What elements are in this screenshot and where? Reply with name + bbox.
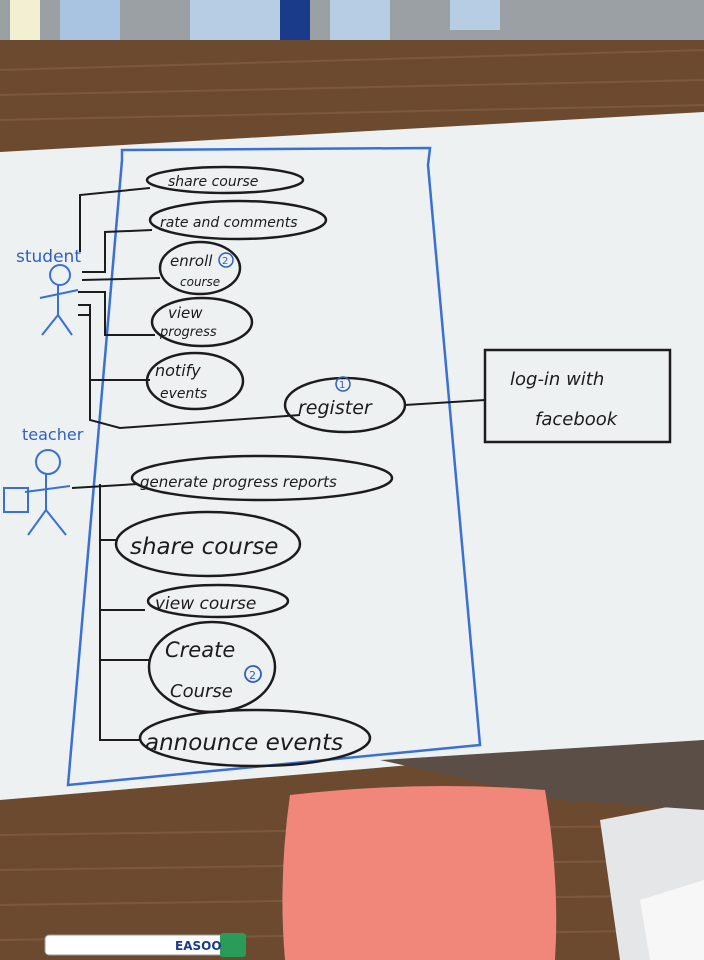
text-events: events [160, 386, 207, 402]
student-head [49, 264, 71, 286]
teacher-head [35, 449, 61, 475]
text-share-course-student: share course [168, 174, 258, 190]
system-boundary [66, 146, 482, 787]
register-badge-circle [335, 376, 351, 392]
paper-sheet [640, 880, 704, 960]
create-badge-circle [244, 665, 262, 683]
text-progress: progress [159, 325, 217, 340]
bottle [10, 0, 40, 40]
text-announce-events: announce events [145, 730, 343, 756]
chair-seat-2 [330, 0, 390, 40]
text-course: Course [170, 681, 233, 702]
student-label: student [16, 247, 81, 267]
chair-seat [190, 0, 280, 45]
usecase-generate-reports [130, 454, 394, 502]
usecase-view-course [146, 583, 290, 619]
teacher-label: teacher [22, 425, 84, 444]
text-facebook: facebook [535, 409, 619, 430]
facebook-login-box [483, 348, 672, 444]
text-notify: notify [155, 361, 201, 380]
teacher-book [3, 487, 29, 513]
student-actor [39, 264, 79, 336]
usecase-announce-events [138, 708, 372, 768]
enroll-badge: 2 [222, 256, 228, 267]
text-rate-comments: rate and comments [160, 215, 297, 231]
text-share-course-teacher: share course [130, 534, 278, 560]
association-lines [71, 187, 486, 741]
printed-poster [380, 740, 704, 810]
text-view-course: view course [155, 594, 256, 614]
register-badge: 1 [339, 380, 345, 391]
usecase-notify-events [145, 351, 245, 411]
usecase-rate-comments [148, 199, 328, 241]
use-case-ellipses [114, 165, 407, 768]
text-view: view [168, 304, 203, 322]
text-generate-reports: generate progress reports [140, 473, 337, 491]
text-enroll: enroll [170, 252, 213, 270]
usecase-share-course-teacher [114, 510, 302, 578]
text-create: Create [165, 638, 235, 662]
text-enroll-course: course [180, 275, 220, 289]
pink-cushion [282, 786, 557, 960]
usecase-enroll-course [158, 240, 242, 296]
text-register: register [298, 397, 373, 419]
enroll-badge-circle [218, 252, 234, 268]
whiteboard [0, 112, 704, 800]
chair-seat-3 [450, 0, 500, 30]
usecase-view-progress [150, 296, 254, 348]
marker-cap [220, 933, 246, 957]
marker-brand: EASOO [175, 939, 222, 953]
usecase-share-course-student [145, 165, 305, 195]
text-login-with: log-in with [510, 369, 604, 390]
teacher-actor [3, 449, 71, 536]
create-badge: 2 [249, 669, 256, 682]
